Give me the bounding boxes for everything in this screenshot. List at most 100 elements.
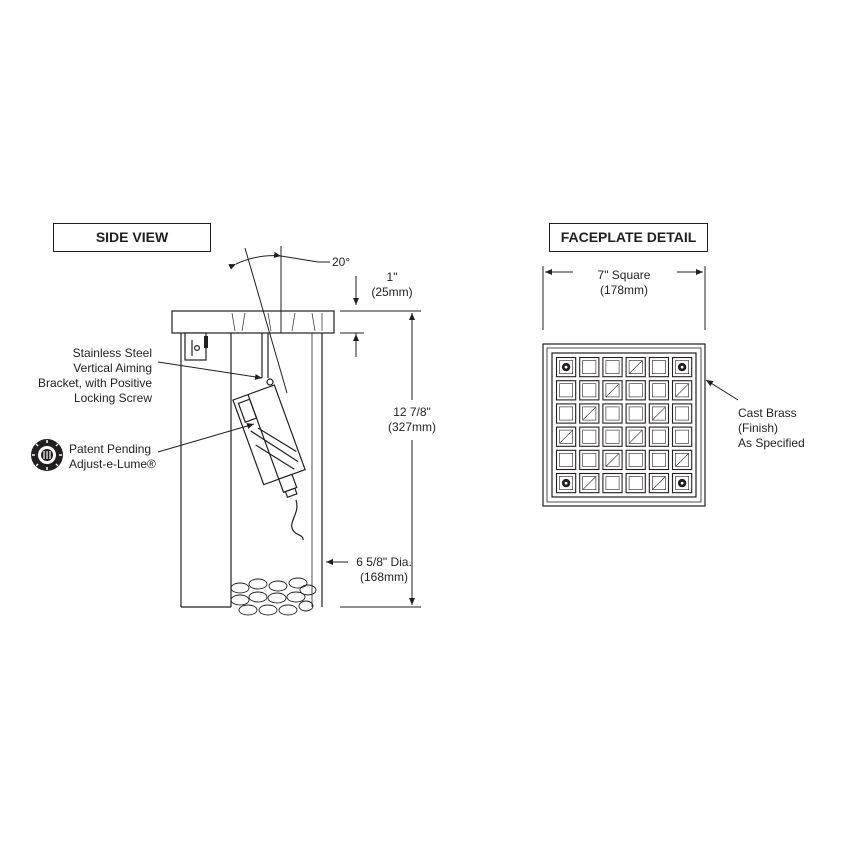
faceplate-opening (671, 403, 693, 424)
opening-shading (582, 407, 596, 420)
faceplate-opening-inner (582, 429, 597, 444)
dim-height-metric: (327mm) (387, 420, 436, 434)
opening-shading (582, 476, 596, 490)
faceplate-opening-inner (675, 476, 689, 490)
luminaire-fixture (232, 384, 306, 499)
mounting-clip (184, 332, 208, 361)
faceplate-opening-inner (651, 383, 666, 398)
faceplate-opening-inner (651, 360, 666, 374)
opening-shading (652, 407, 666, 420)
faceplate-opening-inner (675, 452, 689, 467)
adjust-callout-leader (157, 423, 255, 453)
faceplate-opening-inner (582, 476, 597, 490)
dim-diameter-label: 6 5/8" Dia. (168mm) (348, 555, 420, 585)
faceplate-opening (579, 380, 600, 401)
adjust-callout: Patent Pending Adjust-e-Lume® (69, 442, 156, 472)
faceplate-opening-inner (582, 360, 597, 374)
faceplate-opening (648, 356, 670, 378)
dim-top-value: 1" (386, 270, 398, 284)
faceplate-opening-inner (628, 383, 643, 398)
faceplate-opening (579, 403, 600, 424)
faceplate-opening (648, 472, 670, 494)
faceplate-opening-inner (559, 406, 573, 421)
dim-faceplate-width (542, 266, 706, 330)
dim-height-label: 12 7/8" (327mm) (372, 405, 452, 435)
material-callout-leader (705, 379, 739, 401)
faceplate-opening-inner (559, 360, 573, 374)
dim-faceplate-width-metric: (178mm) (599, 283, 648, 297)
faceplate-screw-cell (555, 472, 577, 494)
adjust-callout-line: Adjust-e-Lume® (69, 457, 156, 471)
opening-shading (559, 430, 573, 444)
faceplate-opening (648, 403, 670, 424)
faceplate-opening (602, 356, 623, 378)
faceplate-opening-inner (651, 452, 666, 467)
dim-diameter-metric: (168mm) (359, 570, 408, 584)
faceplate-screw-cell (671, 356, 693, 378)
faceplate-opening (555, 449, 577, 471)
screw-head (564, 365, 568, 369)
faceplate-opening-inner (605, 452, 620, 467)
faceplate-opening-inner (675, 360, 689, 374)
material-callout-line: As Specified (738, 436, 805, 450)
faceplate-opening-inner (582, 452, 597, 467)
adjust-callout-line: Patent Pending (69, 442, 152, 456)
faceplate-opening-inner (675, 406, 689, 421)
power-cord (291, 499, 304, 541)
faceplate-opening-inner (605, 429, 620, 444)
faceplate-opening (648, 426, 670, 447)
side-view-title: SIDE VIEW (53, 223, 211, 252)
faceplate-opening (671, 380, 693, 401)
adjust-e-lume-icon (31, 439, 63, 471)
faceplate-opening (625, 380, 646, 401)
faceplate-opening-inner (628, 452, 643, 467)
faceplate-opening (555, 403, 577, 424)
material-callout-line: Cast Brass (738, 406, 797, 420)
faceplate-opening (625, 472, 646, 494)
dim-top-label: 1" (25mm) (367, 270, 417, 300)
faceplate-opening (648, 449, 670, 471)
faceplate-opening-inner (675, 429, 689, 444)
opening-shading (675, 383, 689, 397)
faceplate-opening-inner (628, 476, 643, 490)
faceplate-opening-inner (559, 476, 573, 490)
opening-shading (629, 360, 643, 374)
screw-head (564, 481, 568, 485)
bracket-callout-line: Locking Screw (73, 391, 152, 405)
faceplate-opening (625, 426, 646, 447)
faceplate-opening (579, 472, 600, 494)
faceplate-opening-inner (559, 452, 573, 467)
housing-body (171, 310, 335, 608)
opening-shading (629, 430, 643, 444)
dim-height-value: 12 7/8" (393, 405, 431, 419)
faceplate-opening (555, 426, 577, 447)
faceplate-opening-inner (605, 360, 620, 374)
screw-head (680, 481, 684, 485)
faceplate-opening (602, 426, 623, 447)
faceplate-screw-cell (671, 472, 693, 494)
faceplate-opening-inner (628, 360, 643, 374)
faceplate-opening (579, 426, 600, 447)
opening-shading (675, 453, 689, 467)
faceplate-opening (648, 380, 670, 401)
faceplate-opening (602, 403, 623, 424)
faceplate-screw-cell (555, 356, 577, 378)
faceplate-opening-inner (605, 406, 620, 421)
dim-faceplate-width-label: 7" Square (178mm) (584, 268, 664, 298)
bracket-callout-line: Stainless Steel (72, 346, 152, 360)
faceplate-opening (625, 403, 646, 424)
faceplate-opening-inner (582, 383, 597, 398)
faceplate-opening (602, 472, 623, 494)
faceplate-opening-inner (605, 383, 620, 398)
dim-overall-height (340, 310, 421, 608)
faceplate-opening (625, 449, 646, 471)
dim-faceplate-width-value: 7" Square (597, 268, 651, 282)
faceplate-opening-inner (582, 406, 597, 421)
gravel (230, 577, 317, 616)
bracket-callout-line: Bracket, with Positive (37, 376, 152, 390)
faceplate-opening-inner (605, 476, 620, 490)
faceplate-opening (555, 380, 577, 401)
faceplate-detail-title: FACEPLATE DETAIL (549, 223, 708, 252)
opening-shading (606, 453, 619, 467)
